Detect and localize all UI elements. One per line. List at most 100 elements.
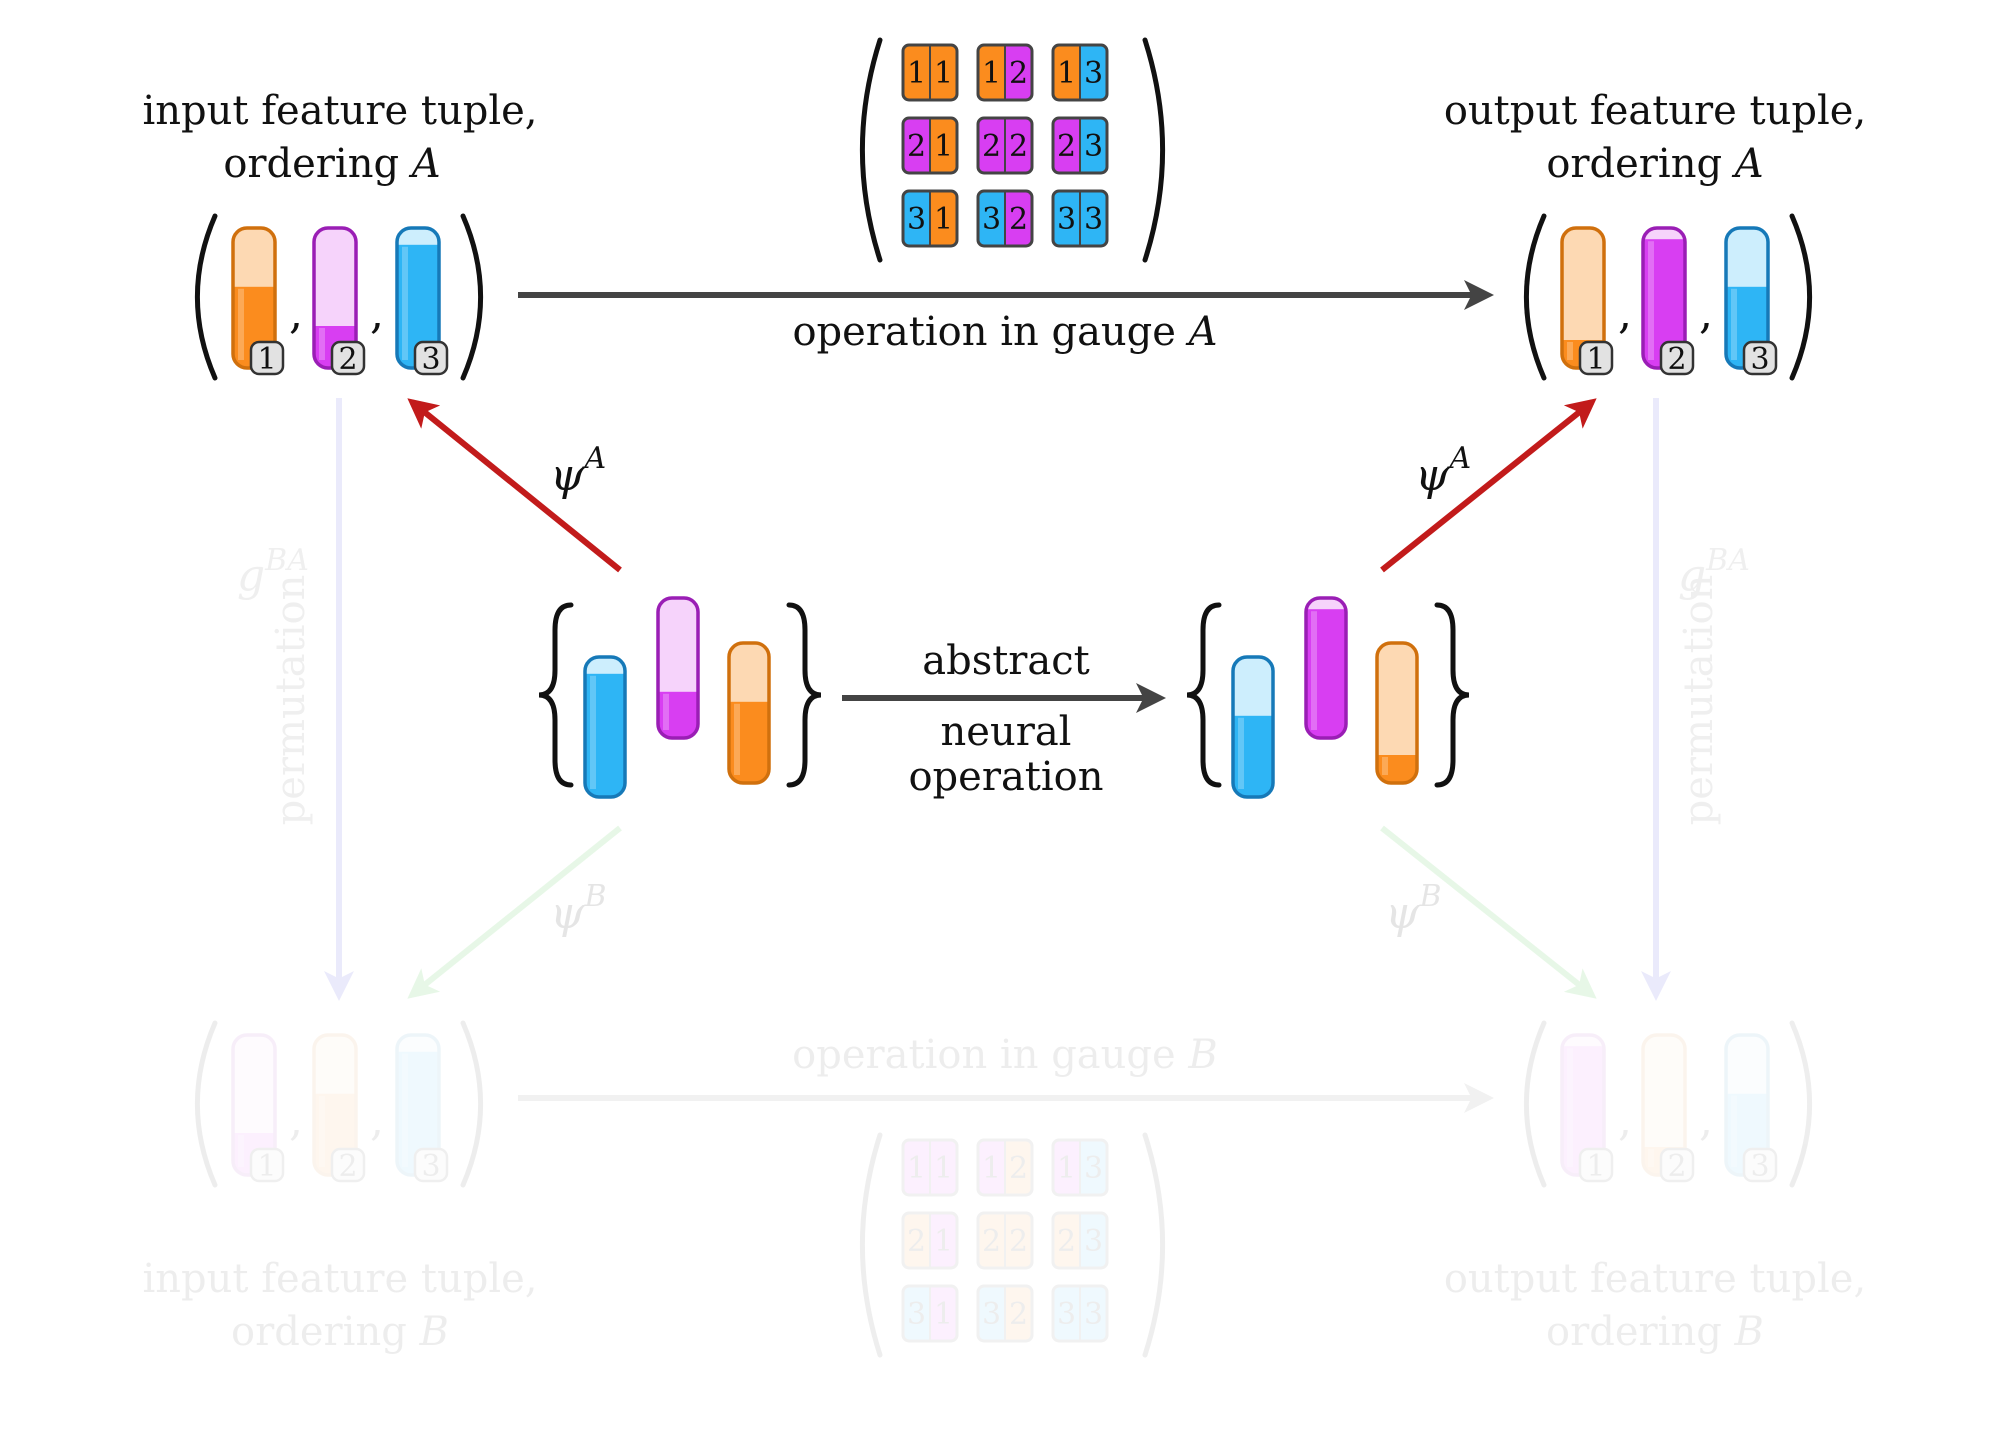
permutation-left-label: permutation <box>268 575 314 826</box>
permutation-right-label: permutation <box>1676 575 1722 826</box>
open-paren <box>194 1020 218 1188</box>
tuple-feature-3 <box>1724 226 1770 370</box>
tube-outline <box>1375 641 1419 785</box>
kernel-half <box>930 45 957 100</box>
index-badge: 1 <box>249 340 285 377</box>
kernel-outline <box>976 116 1034 175</box>
psi-symbol: ψ <box>1415 450 1450 501</box>
kernel-index: 1 <box>907 1151 926 1186</box>
psi-a-left-label: ψA <box>550 441 606 501</box>
tube-outline <box>1304 596 1348 740</box>
kernel-index: 1 <box>934 129 953 164</box>
kernel-outline <box>976 189 1034 248</box>
label-text: ordering <box>223 141 411 187</box>
tube-fill-level <box>314 1093 356 1175</box>
bottom-right-label-line2: ordering B <box>1546 1309 1764 1355</box>
tuple-comma: , <box>1699 1095 1713 1146</box>
kernel-index: 1 <box>934 1151 953 1186</box>
open-paren <box>1523 1020 1547 1188</box>
open-paren <box>194 213 218 381</box>
index-badge: 2 <box>330 1147 366 1184</box>
tube-highlight <box>319 328 325 360</box>
index-badge: 3 <box>1742 340 1778 377</box>
kernel-outline <box>1051 116 1109 175</box>
tuple-comma: , <box>1618 288 1632 339</box>
kernel-half <box>1005 1140 1032 1195</box>
kernel-half <box>1080 1213 1107 1268</box>
index-badge: 3 <box>413 1147 449 1184</box>
kernel-index: 3 <box>982 202 1001 237</box>
gauge-b-var: B <box>1187 1032 1217 1078</box>
kernel-index: 1 <box>934 202 953 237</box>
kernel-half <box>1053 1213 1080 1268</box>
psi-a-left-arrow <box>407 398 622 573</box>
tube-outline <box>727 641 771 785</box>
badge-box <box>249 340 285 376</box>
kernel-half <box>903 1140 930 1195</box>
close-paren <box>1789 1020 1813 1188</box>
kernel-index: 2 <box>1057 1224 1076 1259</box>
badge-label: 2 <box>338 1149 357 1184</box>
tube-fill-level <box>1643 1147 1685 1175</box>
tube-outline <box>395 1033 441 1177</box>
kernel-outline <box>901 116 959 175</box>
kernel-index: 1 <box>934 1297 953 1332</box>
tuple-feature-2 <box>1641 1033 1687 1177</box>
badge-box <box>1742 1147 1778 1183</box>
index-badge: 1 <box>249 1147 285 1184</box>
kernel-half <box>903 191 930 246</box>
kernel-half <box>1053 45 1080 100</box>
tube-background <box>1562 1035 1604 1175</box>
bottom-left-label-line1: input feature tuple, <box>143 1256 538 1302</box>
kernel-half <box>978 191 1005 246</box>
kernel-index: 2 <box>982 1224 1001 1259</box>
label-text: ordering <box>1546 141 1734 187</box>
badge-box <box>330 1147 366 1183</box>
index-badge: 3 <box>1742 1147 1778 1184</box>
tube-highlight <box>1382 757 1388 775</box>
label-text: ordering <box>231 1309 419 1355</box>
label-text: ordering <box>1546 1309 1734 1355</box>
abstract-feature-set-input <box>538 596 822 799</box>
tube-highlight <box>1311 611 1317 730</box>
tube-outline <box>1641 1033 1687 1177</box>
badge-box <box>1659 340 1695 376</box>
kernel-index: 2 <box>907 129 926 164</box>
tuple-feature-1 <box>1560 1033 1606 1177</box>
tube-highlight <box>590 675 596 789</box>
kernel-index: 2 <box>1009 1224 1028 1259</box>
tube-background <box>1562 228 1604 368</box>
tube-fill-level <box>233 1133 275 1175</box>
tube-highlight <box>1238 717 1244 789</box>
tube-highlight <box>1648 241 1654 360</box>
tube-fill-level <box>1562 1046 1604 1175</box>
kernel-index: 3 <box>1084 1224 1103 1259</box>
kernel-half <box>1080 191 1107 246</box>
kernel-index: 3 <box>1057 202 1076 237</box>
kernel-outline <box>1051 189 1109 248</box>
kernel-outline <box>901 189 959 248</box>
psi-b-left-arrow <box>407 825 622 999</box>
kernel-outline <box>1051 43 1109 102</box>
badge-label: 1 <box>257 1149 276 1184</box>
tube-outline <box>656 596 700 740</box>
badge-label: 1 <box>257 342 276 377</box>
kernel-half <box>1080 1140 1107 1195</box>
gauge-b-group: operation in gauge B input feature tuple… <box>143 1032 1867 1355</box>
kernel-index: 2 <box>1009 202 1028 237</box>
tube-highlight <box>734 703 740 775</box>
kernel-half <box>1005 118 1032 173</box>
kernel-index: 3 <box>907 202 926 237</box>
kernel-half <box>930 1140 957 1195</box>
tube-fill-level <box>729 701 769 783</box>
tube-highlight <box>238 288 244 360</box>
kernel-half <box>1053 191 1080 246</box>
